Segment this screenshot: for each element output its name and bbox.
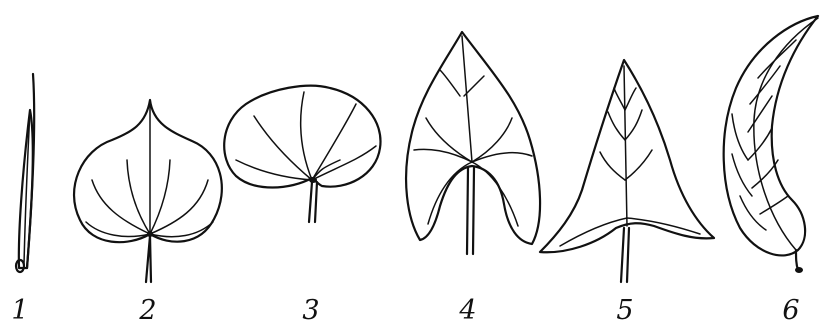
leaf-number-label: 5 xyxy=(605,296,645,326)
leaf-6-falcate xyxy=(724,16,818,273)
leaf-number-label: 1 xyxy=(0,296,40,326)
leaf-number-label: 3 xyxy=(291,296,331,326)
leaf-3-reniform xyxy=(224,86,380,222)
leaf-4-sagittate xyxy=(406,32,540,254)
leaf-number-label: 4 xyxy=(448,296,488,326)
leaf-number-label: 2 xyxy=(128,296,168,326)
leaf-5-hastate xyxy=(540,60,714,282)
leaf-2-cordate xyxy=(74,100,222,282)
leaf-number-label: 6 xyxy=(771,296,811,326)
leaf-1-linear xyxy=(16,74,34,272)
